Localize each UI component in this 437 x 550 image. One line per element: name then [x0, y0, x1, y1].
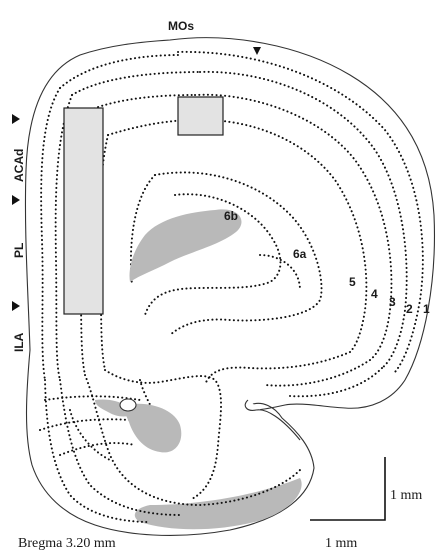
bregma-caption: Bregma 3.20 mm: [18, 536, 116, 550]
marker-arrowhead-2: [12, 195, 20, 205]
label-pl: PL: [12, 243, 26, 258]
layer-label-4: 4: [371, 287, 378, 301]
layer-label-5: 5: [349, 275, 356, 289]
label-mos: MOs: [168, 19, 194, 33]
layer-label-6b: 6b: [224, 209, 238, 223]
ventricle: [120, 399, 136, 411]
sampling-rect-dorsal: [178, 97, 223, 135]
layer-label-3: 3: [389, 295, 396, 309]
scale-label-vertical: 1 mm: [390, 488, 422, 503]
marker-arrowhead-1: [12, 114, 20, 124]
label-ila: ILA: [12, 332, 26, 352]
layer-label-1: 1: [423, 302, 430, 316]
layer-label-2: 2: [406, 302, 413, 316]
scale-bar: [310, 457, 385, 520]
label-acad: ACAd: [12, 149, 26, 182]
sampling-rect-medial: [64, 108, 103, 314]
scale-label-horizontal: 1 mm: [325, 536, 357, 550]
marker-arrowhead-3: [12, 301, 20, 311]
layer-label-6a: 6a: [293, 247, 307, 261]
